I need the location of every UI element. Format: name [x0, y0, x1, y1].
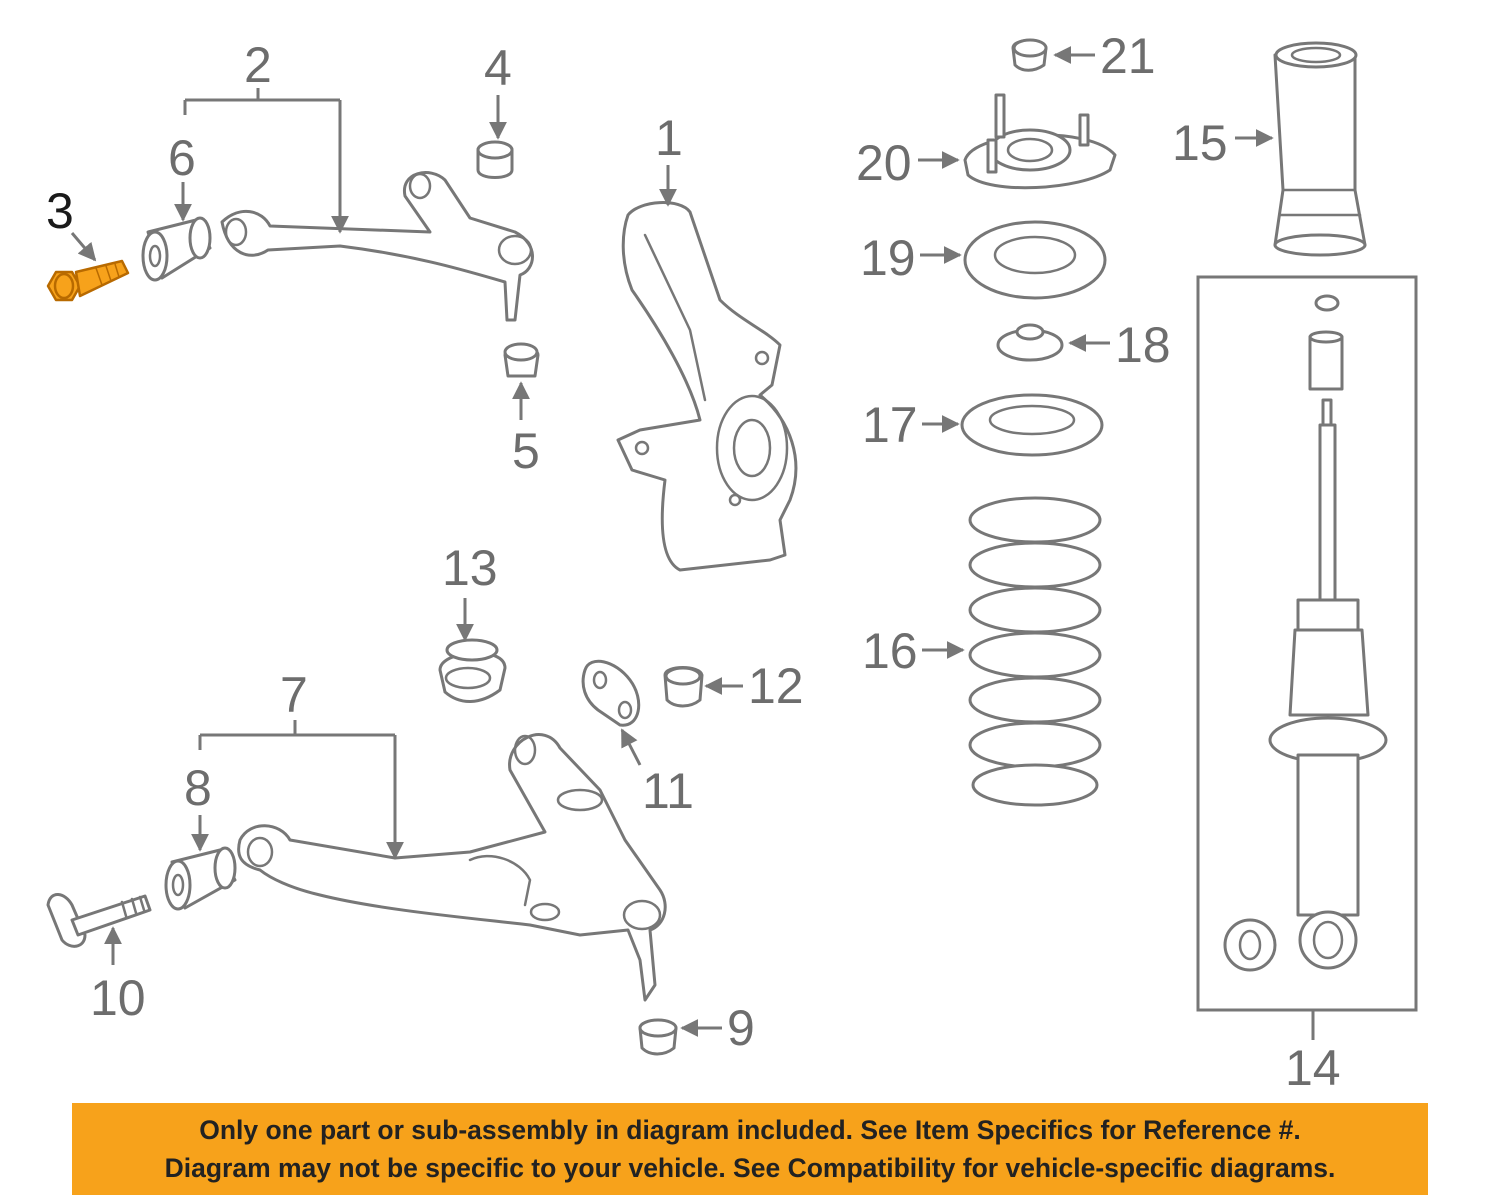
nut-part-21	[1011, 38, 1048, 72]
upper-control-arm-part-2	[220, 171, 534, 322]
callout-14: 14	[1285, 1040, 1341, 1096]
callout-4: 4	[484, 40, 512, 96]
callout-15: 15	[1172, 115, 1228, 171]
callout-8: 8	[184, 760, 212, 816]
cam-bolt-part-10	[46, 893, 152, 948]
callout-3: 3	[46, 183, 74, 239]
callout-9: 9	[727, 1000, 755, 1056]
callout-17: 17	[862, 397, 918, 453]
spring-insulator-part-17	[960, 393, 1104, 457]
spring-seat-part-19	[963, 220, 1107, 300]
nut-part-5	[503, 342, 540, 378]
coil-spring-part-16	[968, 496, 1102, 807]
bolt-part-3[interactable]	[46, 259, 130, 302]
bushing-part-13	[438, 638, 507, 703]
notice-banner: Only one part or sub-assembly in diagram…	[72, 1103, 1428, 1195]
callout-2: 2	[244, 37, 272, 93]
callout-18: 18	[1115, 317, 1171, 373]
callout-19: 19	[860, 230, 916, 286]
callout-10: 10	[90, 970, 146, 1026]
plate-part-11	[581, 659, 641, 727]
nut-part-12	[663, 666, 704, 708]
lower-control-arm-part-7	[237, 733, 667, 1002]
callout-12: 12	[748, 658, 804, 714]
callout-16: 16	[862, 623, 918, 679]
steering-knuckle-part-1	[616, 201, 798, 572]
callout-13: 13	[442, 540, 498, 596]
bumper-cap-part-18	[996, 323, 1064, 362]
callout-21: 21	[1100, 28, 1156, 84]
notice-line-1: Only one part or sub-assembly in diagram…	[199, 1115, 1301, 1145]
strut-mount-part-20	[963, 93, 1117, 190]
callout-1: 1	[655, 110, 683, 166]
callout-20: 20	[856, 135, 912, 191]
strut-assembly-part-14	[1196, 275, 1418, 1012]
callout-7: 7	[280, 667, 308, 723]
callout-5: 5	[512, 423, 540, 479]
callout-6: 6	[168, 130, 196, 186]
dust-boot-part-15	[1273, 41, 1367, 257]
notice-line-2: Diagram may not be specific to your vehi…	[164, 1153, 1336, 1183]
nut-part-9	[638, 1018, 678, 1056]
callout-11: 11	[642, 763, 694, 819]
bushing-part-6	[141, 216, 212, 282]
nut-part-4	[476, 140, 514, 179]
bushing-part-8	[164, 846, 237, 911]
